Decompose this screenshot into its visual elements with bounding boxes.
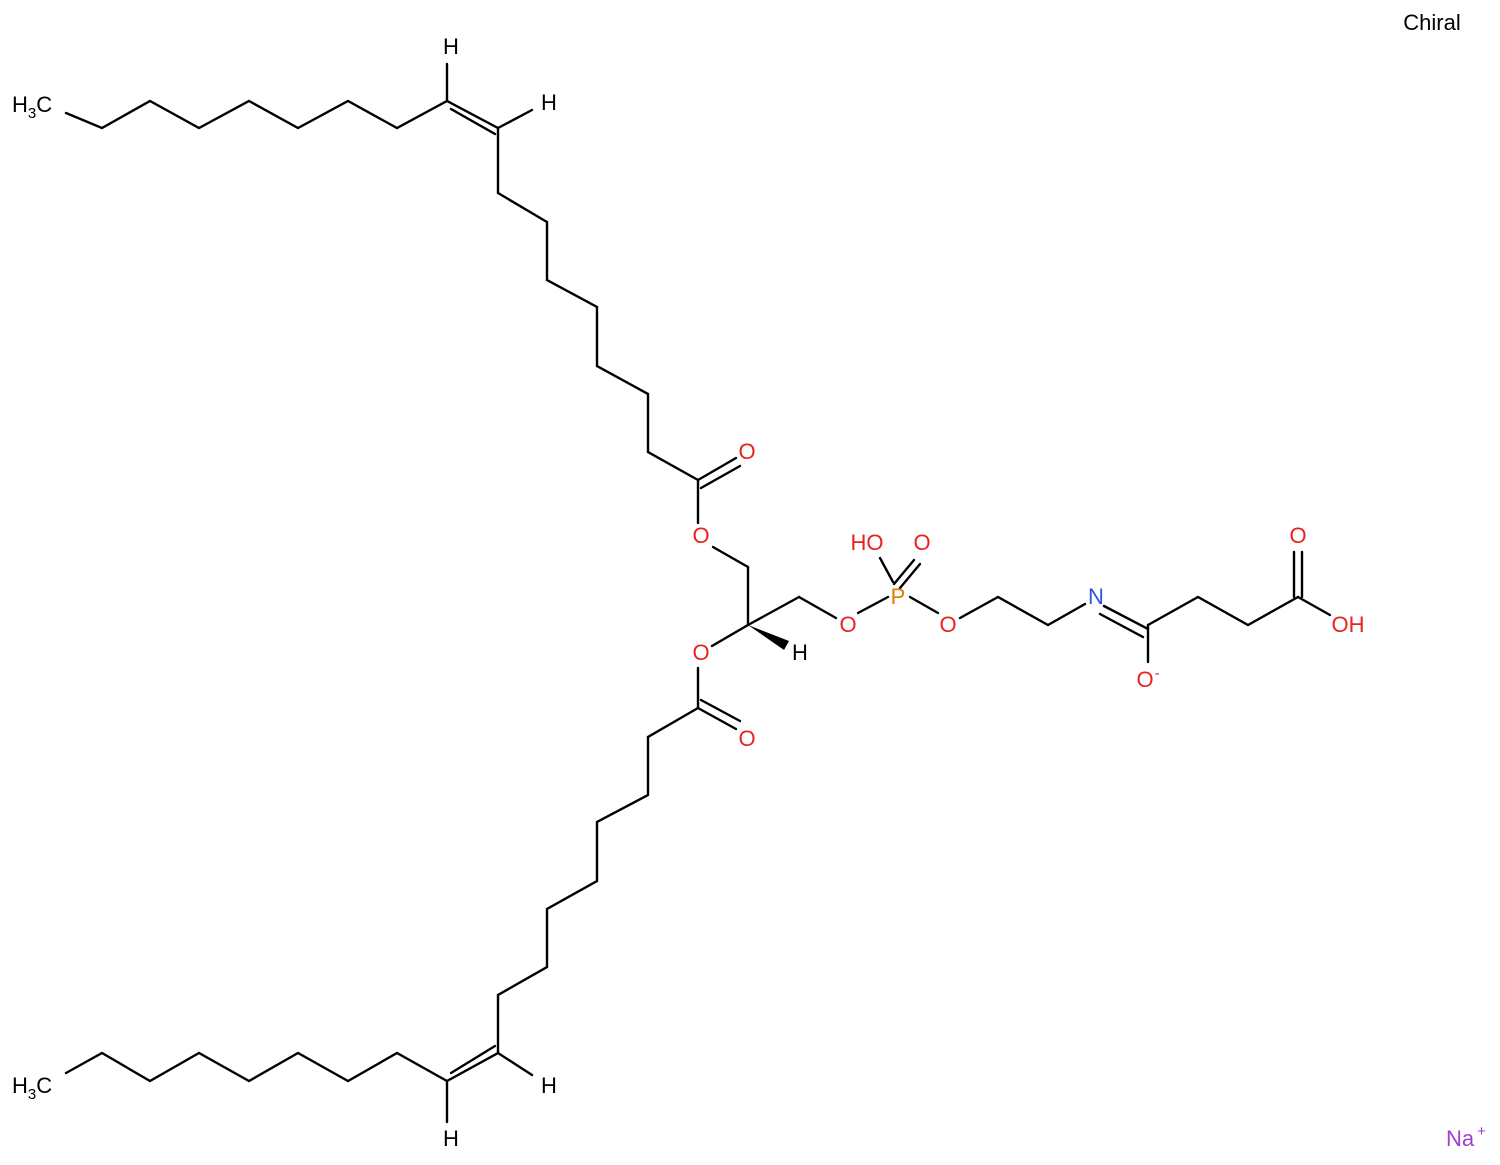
oxygen-label: O: [738, 726, 755, 751]
carboxylic-hydroxyl-label: OH: [1332, 612, 1365, 637]
methyl-label-bottom: H3C: [12, 1073, 52, 1103]
stereo-wedge-bond: [748, 625, 789, 650]
phosphate-head-group: [856, 550, 1332, 664]
sodium-counterion-label: Na+: [1446, 1123, 1486, 1151]
oxygen-label: O: [939, 612, 956, 637]
hydrogen-label: H: [443, 1126, 459, 1151]
oxygen-label: O: [913, 530, 930, 555]
upper-acyl-chain: [64, 62, 750, 569]
oxygen-label: O: [692, 640, 709, 665]
methyl-label-top: H3C: [12, 92, 52, 122]
oxygen-label: O: [738, 439, 755, 464]
oxygen-label: O: [692, 523, 709, 548]
oxygen-label: O: [1289, 523, 1306, 548]
chiral-label: Chiral: [1403, 10, 1460, 35]
upper-double-bond-inner: [449, 107, 497, 136]
nitrogen-label: N: [1088, 584, 1104, 609]
hydrogen-label: H: [541, 1073, 557, 1098]
glycerol-backbone: [710, 565, 838, 650]
hydrogen-label: H: [541, 90, 557, 115]
oxygen-label: O: [839, 612, 856, 637]
phosphorus-label: P: [891, 584, 906, 609]
hydroxyl-label: HO: [851, 530, 884, 555]
oxide-anion-label: O-: [1136, 665, 1159, 692]
stereo-hydrogen-label: H: [792, 640, 808, 665]
lower-double-bond-inner: [449, 1044, 497, 1075]
hydrogen-label: H: [443, 34, 459, 59]
lower-acyl-chain: [64, 666, 742, 1124]
